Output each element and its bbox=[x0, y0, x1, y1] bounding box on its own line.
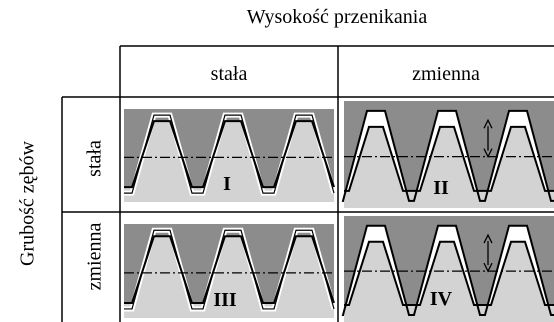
cell-label: III bbox=[213, 289, 237, 311]
header-title: Wysokość przenikania bbox=[246, 6, 428, 28]
mating-gear-region bbox=[124, 224, 334, 303]
arrow-head-up bbox=[483, 233, 493, 244]
tooth-profile bbox=[124, 235, 335, 304]
arrow-head-down bbox=[483, 262, 493, 273]
cell-label: I bbox=[223, 173, 231, 195]
tooth-profile-outer bbox=[341, 224, 554, 317]
arrow-head-up bbox=[483, 118, 493, 129]
mating-gear-region bbox=[124, 109, 334, 188]
tooth-profile-outer bbox=[341, 109, 554, 202]
cell-label: II bbox=[433, 177, 449, 199]
tooth-profile-outer bbox=[124, 229, 335, 310]
tooth-profile bbox=[344, 240, 554, 307]
mating-gear-region bbox=[343, 101, 554, 201]
gear-body bbox=[344, 126, 554, 208]
cell-label: IV bbox=[430, 288, 453, 310]
tooth-profile bbox=[124, 120, 335, 189]
gear-body bbox=[344, 241, 554, 322]
tooth-profile-outer bbox=[124, 114, 335, 194]
mating-gear-region bbox=[343, 216, 554, 316]
cell-background bbox=[124, 224, 334, 318]
arrow-head-down bbox=[483, 148, 493, 159]
tooth-profile bbox=[344, 125, 554, 192]
column-header-stala: stała bbox=[210, 63, 248, 85]
column-header-zmienna: zmienna bbox=[412, 63, 480, 85]
cell-background bbox=[124, 109, 334, 202]
